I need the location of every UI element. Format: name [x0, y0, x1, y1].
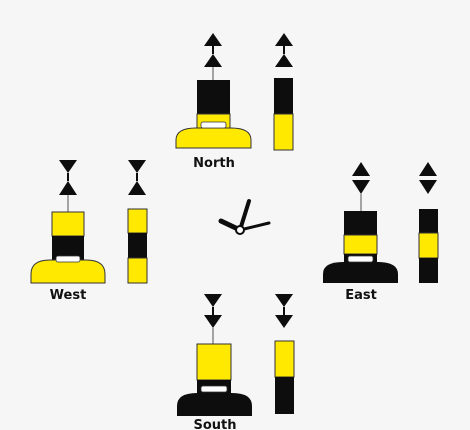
- north-buoy: [176, 80, 251, 148]
- south-label: South: [193, 418, 236, 430]
- south-spar: [275, 294, 294, 414]
- north-group: North: [176, 33, 293, 171]
- south-group: South: [177, 294, 294, 430]
- south-buoy: [177, 344, 252, 416]
- east-label: East: [345, 288, 377, 303]
- west-topmark-icon: [59, 160, 77, 212]
- north-topmark-icon: [204, 33, 222, 80]
- west-buoy: [31, 212, 105, 283]
- danger-rock-icon: [221, 201, 269, 234]
- west-spar: [128, 160, 147, 283]
- east-topmark-icon: [352, 162, 370, 211]
- west-label: West: [50, 288, 87, 303]
- east-buoy: [323, 211, 398, 283]
- east-spar: [419, 162, 438, 283]
- north-label: North: [193, 156, 235, 171]
- west-group: West: [31, 160, 147, 303]
- north-spar: [274, 33, 293, 150]
- south-topmark-icon: [204, 294, 222, 344]
- east-group: East: [323, 162, 438, 303]
